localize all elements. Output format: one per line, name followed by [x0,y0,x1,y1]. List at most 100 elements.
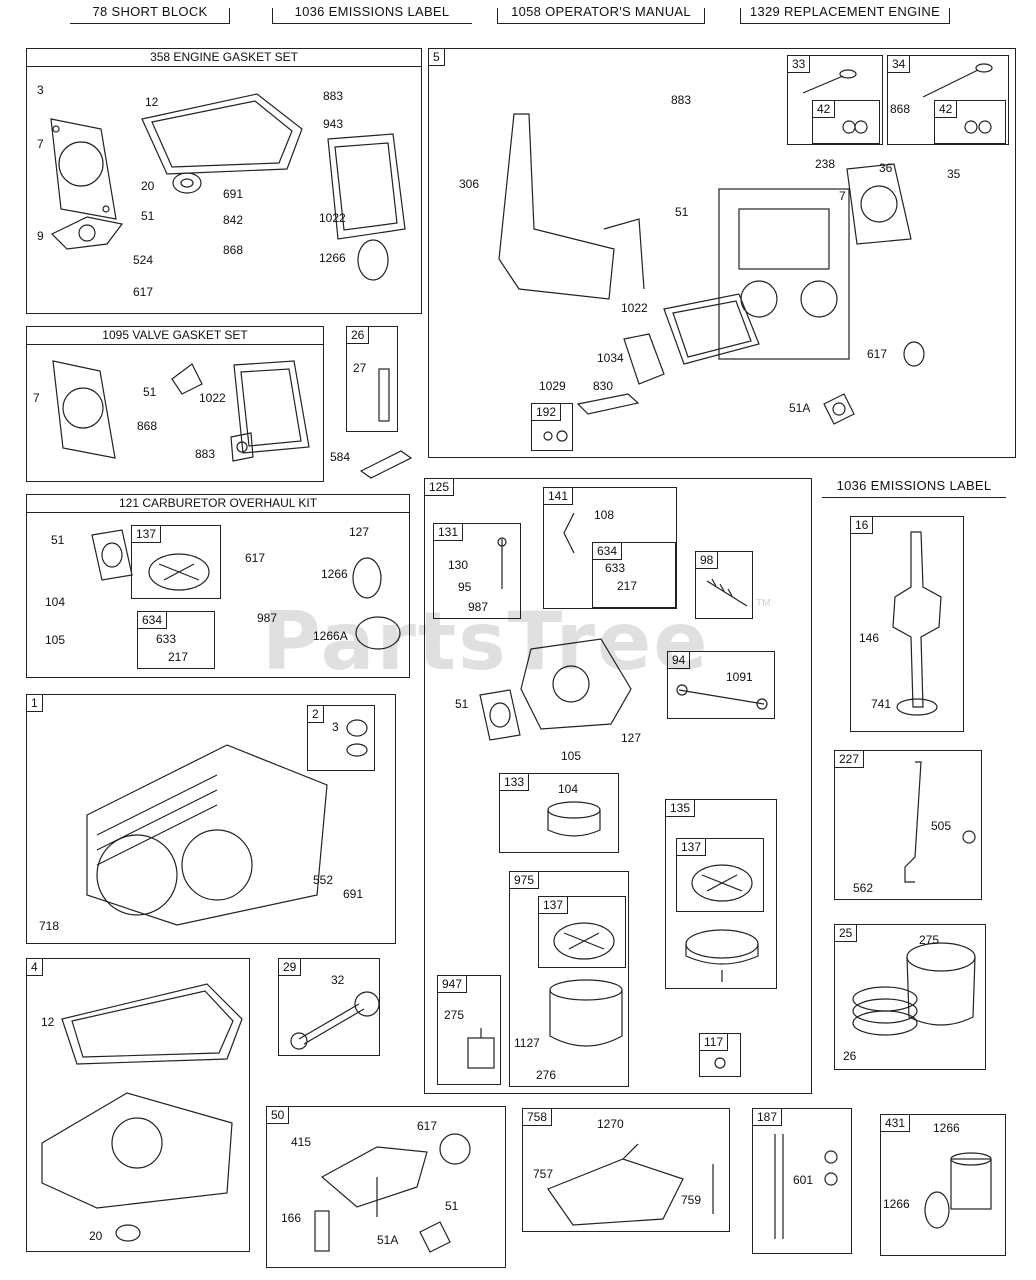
part-label: 51 [51,533,65,547]
oring-drawing [924,1191,950,1229]
part-label: 868 [137,419,158,433]
head-gasket-drawing [50,118,117,220]
part-117-panel[interactable]: 117 [699,1033,741,1077]
watermark: PartsTree [262,595,710,688]
part-192-panel[interactable]: 192 [531,403,573,451]
part-label: 1034 [597,351,624,365]
rocker-drawing [576,393,640,415]
part-137-panel[interactable]: 137 [538,896,626,968]
part-label: 36 [879,161,893,175]
part-label: 27 [353,361,367,375]
part-137-panel[interactable]: 137 [676,838,764,912]
tube-drawing [774,1134,784,1239]
part-label: 276 [536,1068,557,1082]
part-135-panel[interactable]: 135 137 [665,799,777,989]
part-98-panel[interactable]: 98 [695,551,753,619]
part-label: 633 [156,632,177,646]
header-label: 78 SHORT BLOCK [92,4,208,19]
bowl-gasket-drawing [355,616,401,650]
part-131-panel[interactable]: 131 130 95 987 [433,523,521,619]
crankshaft-panel[interactable]: 16 146 741 [850,516,964,732]
valve-cover-gasket-drawing [233,360,310,454]
sump-panel[interactable]: 4 12 20 [26,958,250,1252]
fuel-filter-panel[interactable]: 431 1266 1266 [880,1114,1006,1256]
part-label: 691 [343,887,364,901]
rocker-cover-panel[interactable]: 758 1270 757 759 [522,1108,730,1232]
part-94-panel[interactable]: 94 1091 [667,651,775,719]
seal-drawing [172,172,202,194]
screw-drawing [706,578,748,607]
part-label: 105 [45,633,66,647]
carb-gasket-drawing [91,529,133,581]
part-26-panel[interactable]: 26 27 [346,326,398,432]
valve-keeper-drawing [842,120,868,134]
carburetor-body-drawing [520,638,632,730]
part-label: 987 [257,611,278,625]
part-975-panel[interactable]: 975 137 1127 276 [509,871,629,1087]
valve-gasket-set-panel[interactable]: 1095 VALVE GASKET SET 7 51 1022 868 883 [26,326,324,482]
part-tag: 141 [543,487,574,505]
part-label: 617 [133,285,154,299]
air-cleaner-base-panel[interactable]: 50 415 617 166 51 51A [266,1106,506,1268]
filter-drawing [950,1152,992,1210]
part-label: 1270 [597,1117,624,1131]
part-2-panel[interactable]: 2 3 [307,705,375,771]
part-label: 51A [377,1233,399,1247]
part-tag: 137 [676,838,707,856]
part-label: 1091 [726,670,753,684]
cover-drawing [547,1143,684,1226]
part-label: 130 [448,558,469,572]
part-42-panel[interactable]: 42 [934,100,1006,144]
part-label: 217 [168,650,189,664]
needle-drawing [497,537,507,589]
part-tag: 34 [887,55,911,73]
part-label: 601 [793,1173,814,1187]
part-tag: 137 [131,525,162,543]
cylinder-head-panel[interactable]: 5 33 42 34 868 [428,48,1016,458]
carburetor-kit-panel[interactable]: 121 CARBURETOR OVERHAUL KIT 137 634 633 … [26,494,410,678]
piston-drawing [906,942,976,1026]
part-tag: 16 [850,516,874,534]
valve-cover-gasket-drawing [663,293,760,365]
header-emissions-label: 1036 EMISSIONS LABEL [272,4,472,24]
part-tag: 131 [433,523,464,541]
part-label: 7 [33,391,40,405]
header-short-block: 78 SHORT BLOCK [70,4,230,24]
part-label: 633 [605,561,626,575]
part-141-panel[interactable]: 141 108 634 633 217 [543,487,677,609]
governor-panel[interactable]: 227 505 562 [834,750,982,900]
part-947-panel[interactable]: 947 275 [437,975,501,1085]
part-tag: 42 [812,100,836,118]
part-label: 275 [919,933,940,947]
jet-drawing [714,1057,726,1069]
carburetor-panel[interactable]: 125 131 130 95 987 141 108 634 633 217 9… [424,478,812,1094]
part-33-panel[interactable]: 33 42 [787,55,883,145]
part-label: 12 [41,1015,55,1029]
part-label: 1266 [319,251,346,265]
part-label: 617 [245,551,266,565]
part-634-panel[interactable]: 634 633 217 [592,542,676,608]
part-label: 9 [37,229,44,243]
engine-gasket-set-panel[interactable]: 358 ENGINE GASKET SET 3 12 883 943 7 20 … [26,48,422,314]
part-34-panel[interactable]: 34 868 42 [887,55,1009,145]
header-label: 1329 REPLACEMENT ENGINE [749,4,941,19]
part-label: 552 [313,873,334,887]
part-133-panel[interactable]: 133 104 [499,773,619,853]
part-label: 1022 [319,211,346,225]
part-label: 127 [621,731,642,745]
dipstick-panel[interactable]: 187 601 [752,1108,852,1254]
small-gasket-drawing [230,432,254,462]
part-label: 1266A [313,629,348,643]
diaphragm-drawing [691,864,753,902]
part-42-panel[interactable]: 42 [812,100,880,144]
part-634-panel[interactable]: 634 633 217 [137,611,215,669]
part-tag: 227 [834,750,865,768]
emissions-label-right: 1036 EMISSIONS LABEL [822,478,1006,498]
header-operators-manual: 1058 OPERATOR'S MANUAL [497,4,705,24]
piston-panel[interactable]: 25 275 26 [834,924,986,1070]
connecting-rod-panel[interactable]: 29 32 [278,958,380,1056]
part-label: 238 [815,157,836,171]
part-137-panel[interactable]: 137 [131,525,221,599]
seal-drawing [346,719,368,757]
cylinder-block-panel[interactable]: 1 2 3 552 691 718 [26,694,396,944]
